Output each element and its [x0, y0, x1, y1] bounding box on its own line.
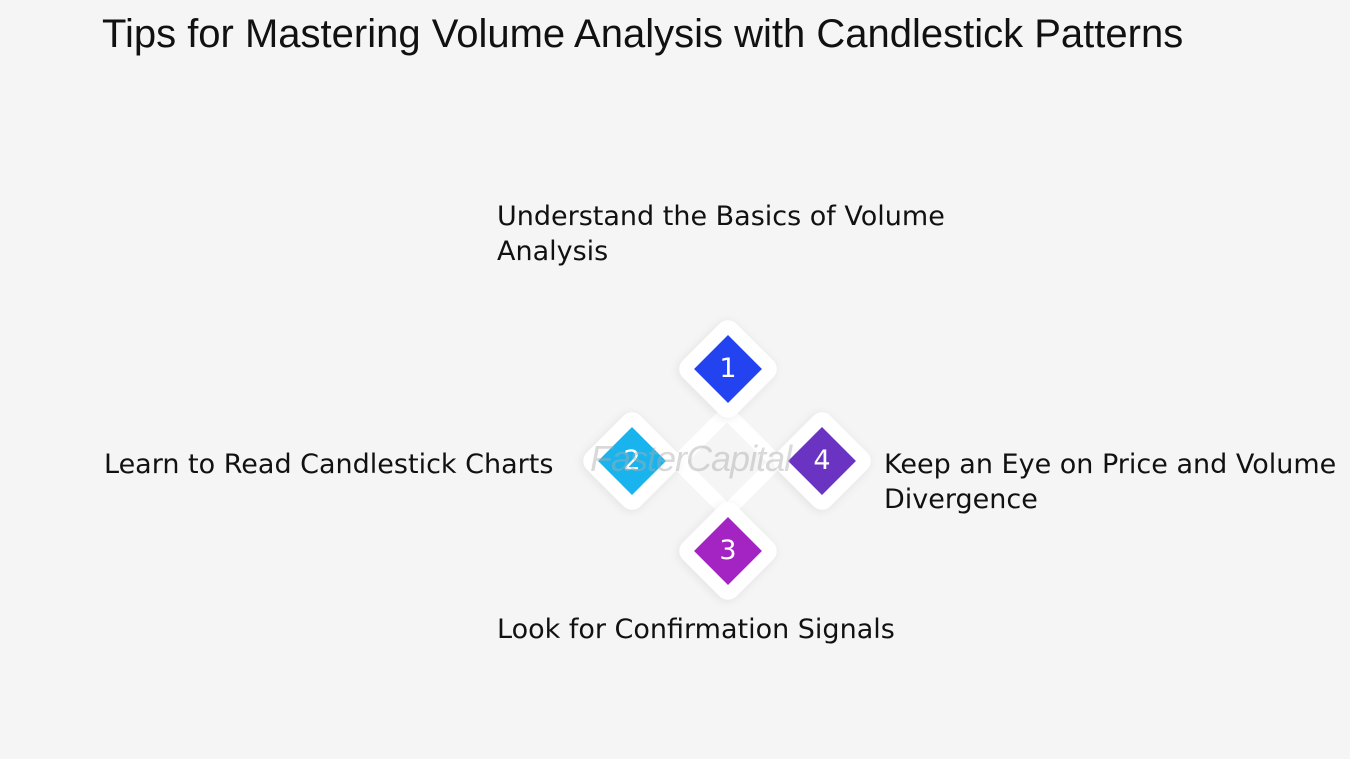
- step-2-node: 2: [577, 406, 687, 516]
- step-1-number: 1: [719, 353, 737, 384]
- watermark-logo: FasterCapital: [590, 438, 792, 479]
- step-1-label: Understand the Basics of Volume Analysis: [497, 201, 945, 267]
- diamond-connector: [673, 412, 781, 512]
- step-2-label: Learn to Read Candlestick Charts: [104, 449, 554, 480]
- step-4-node: 4: [767, 406, 877, 516]
- step-4-number: 4: [813, 445, 831, 476]
- step-4-label: Keep an Eye on Price and Volume Divergen…: [884, 449, 1337, 515]
- page-title: Tips for Mastering Volume Analysis with …: [102, 12, 1184, 56]
- step-1-node: 1: [673, 314, 783, 424]
- step-3-label: Look for Confirmation Signals: [497, 614, 895, 645]
- step-2-number: 2: [623, 445, 641, 476]
- step-3-node: 3: [673, 496, 783, 606]
- step-3-number: 3: [719, 535, 737, 566]
